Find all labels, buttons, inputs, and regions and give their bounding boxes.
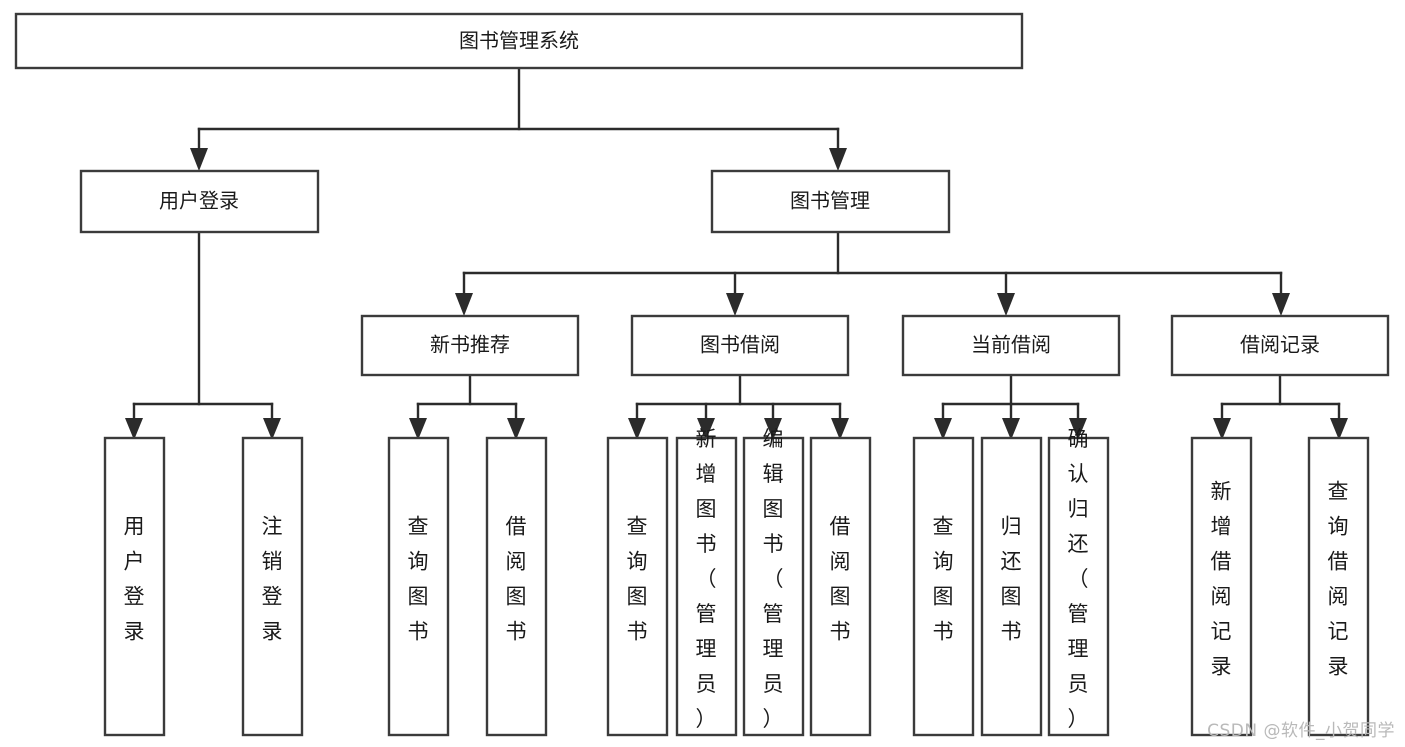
node-root-label: 图书管理系统 (459, 29, 579, 53)
arrowhead-leaf-return-book (1002, 418, 1020, 440)
arrowhead-leaf-user-logout (263, 418, 281, 440)
leaf-nodes-group: 用户登录 注销登录 查询图书 借阅图书 查询图书 新增图书（管理员） (103, 427, 1370, 737)
arrowhead-borrow-record (1272, 293, 1290, 316)
arrowhead-leaf-borrow-book-1 (507, 418, 525, 440)
arrowhead-book-borrow (726, 293, 744, 316)
node-leaf-add-book-label: 新增图书（管理员） (696, 427, 717, 731)
node-current-borrow-label: 当前借阅 (971, 333, 1051, 357)
node-leaf-borrow-book-1-label: 借阅图书 (506, 515, 527, 644)
arrowhead-leaf-edit-book (764, 418, 782, 440)
node-leaf-edit-book-box[interactable] (742, 436, 805, 737)
node-leaf-user-login-box[interactable] (103, 436, 166, 737)
node-root[interactable]: 图书管理系统 (14, 12, 1024, 70)
node-leaf-user-login-label: 用户登录 (124, 515, 145, 644)
arrowhead-leaf-user-login (125, 418, 143, 440)
node-new-book-recommend-box[interactable] (360, 314, 580, 377)
arrowhead-leaf-query-record (1330, 418, 1348, 440)
arrowhead-leaf-add-record (1213, 418, 1231, 440)
node-leaf-confirm-return-label: 确认归还（管理员） (1068, 427, 1089, 731)
node-borrow-record-label: 借阅记录 (1240, 333, 1320, 357)
node-leaf-query-book-2-box[interactable] (606, 436, 669, 737)
node-leaf-borrow-book-1[interactable]: 借阅图书 (485, 436, 548, 737)
node-book-management[interactable]: 图书管理 (710, 169, 951, 234)
arrowhead-user-login (190, 148, 208, 171)
node-leaf-add-book[interactable]: 新增图书（管理员） (675, 427, 738, 737)
node-leaf-return-book[interactable]: 归还图书 (980, 436, 1043, 737)
arrowhead-current-borrow (997, 293, 1015, 316)
node-current-borrow[interactable]: 当前借阅 (901, 314, 1121, 377)
node-new-book-recommend-label: 新书推荐 (430, 333, 510, 357)
node-leaf-edit-book[interactable]: 编辑图书（管理员） (742, 427, 805, 737)
node-leaf-add-record-label: 新增借阅记录 (1211, 480, 1232, 679)
node-borrow-record[interactable]: 借阅记录 (1170, 314, 1390, 377)
node-leaf-add-record-box[interactable] (1190, 436, 1253, 737)
node-leaf-query-book-1-box[interactable] (387, 436, 450, 737)
arrowhead-new-book-recommend (455, 293, 473, 316)
node-book-borrow[interactable]: 图书借阅 (630, 314, 850, 377)
arrowhead-leaf-query-book-3 (934, 418, 952, 440)
node-leaf-return-book-box[interactable] (980, 436, 1043, 737)
arrowhead-leaf-borrow-book-2 (831, 418, 849, 440)
node-leaf-borrow-book-1-box[interactable] (485, 436, 548, 737)
node-user-login-label: 用户登录 (159, 189, 239, 213)
node-leaf-user-login[interactable]: 用户登录 (103, 436, 166, 737)
node-leaf-query-book-3-box[interactable] (912, 436, 975, 737)
node-leaf-query-record[interactable]: 查询借阅记录 (1307, 436, 1370, 737)
node-leaf-add-book-box[interactable] (675, 436, 738, 737)
node-leaf-user-logout-box[interactable] (241, 436, 304, 737)
node-root-box[interactable] (14, 12, 1024, 70)
node-leaf-query-record-box[interactable] (1307, 436, 1370, 737)
node-leaf-confirm-return-box[interactable] (1047, 436, 1110, 737)
connector-group (125, 66, 1348, 440)
node-leaf-confirm-return[interactable]: 确认归还（管理员） (1047, 427, 1110, 737)
node-leaf-user-logout-label: 注销登录 (262, 515, 283, 644)
arrowhead-leaf-add-book (697, 418, 715, 440)
node-leaf-borrow-book-2-label: 借阅图书 (830, 515, 851, 644)
node-book-borrow-label: 图书借阅 (700, 333, 780, 357)
node-borrow-record-box[interactable] (1170, 314, 1390, 377)
node-book-borrow-box[interactable] (630, 314, 850, 377)
node-current-borrow-box[interactable] (901, 314, 1121, 377)
arrowhead-book-management (829, 148, 847, 171)
node-leaf-query-book-3[interactable]: 查询图书 (912, 436, 975, 737)
arrowhead-leaf-query-book-2 (628, 418, 646, 440)
node-leaf-query-book-2-label: 查询图书 (627, 515, 648, 644)
node-leaf-query-book-1[interactable]: 查询图书 (387, 436, 450, 737)
node-leaf-query-book-1-label: 查询图书 (408, 515, 429, 644)
node-leaf-borrow-book-2[interactable]: 借阅图书 (809, 436, 872, 737)
arrowhead-leaf-confirm-return (1069, 418, 1087, 440)
node-leaf-user-logout[interactable]: 注销登录 (241, 436, 304, 737)
node-user-login-box[interactable] (79, 169, 320, 234)
node-book-management-box[interactable] (710, 169, 951, 234)
node-leaf-query-book-2[interactable]: 查询图书 (606, 436, 669, 737)
node-leaf-return-book-label: 归还图书 (1001, 515, 1022, 644)
node-leaf-borrow-book-2-box[interactable] (809, 436, 872, 737)
node-leaf-add-record[interactable]: 新增借阅记录 (1190, 436, 1253, 737)
node-book-management-label: 图书管理 (790, 189, 870, 213)
node-new-book-recommend[interactable]: 新书推荐 (360, 314, 580, 377)
node-leaf-edit-book-label: 编辑图书（管理员） (763, 427, 784, 731)
arrowhead-leaf-query-book-1 (409, 418, 427, 440)
node-user-login[interactable]: 用户登录 (79, 169, 320, 234)
node-leaf-query-book-3-label: 查询图书 (933, 515, 954, 644)
node-leaf-query-record-label: 查询借阅记录 (1328, 480, 1349, 679)
